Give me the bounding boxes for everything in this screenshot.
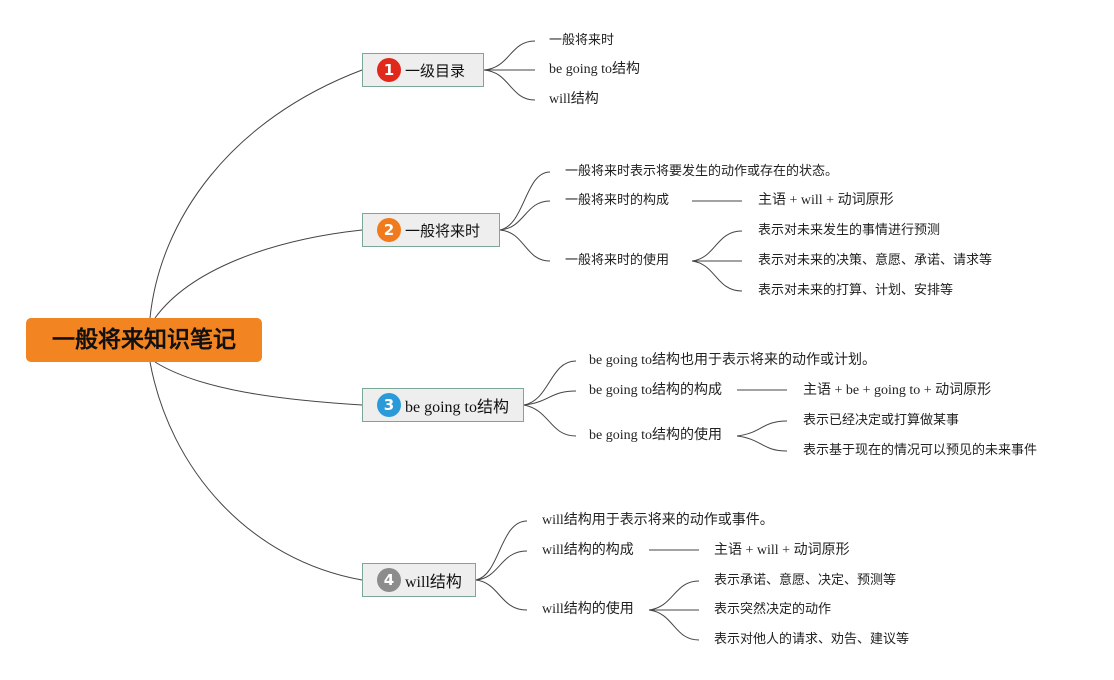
link-b1-c1 [483,40,536,71]
branch-1-label: 一级目录 [405,61,466,80]
b2-composition-label[interactable]: 一般将来时的构成 [565,193,670,208]
link-b3-use-2 [736,435,788,452]
link-b4-def [475,520,528,581]
link-b3-comp [523,390,577,406]
b3-usage-1[interactable]: 表示已经决定或打算做某事 [803,413,960,428]
b2-usage-label[interactable]: 一般将来时的使用 [565,253,670,268]
link-b2-use-1 [691,230,743,262]
link-root-b4 [149,361,363,581]
link-b3-use-1 [736,420,788,437]
b3-usage-2[interactable]: 表示基于现在的情况可以预见的未来事件 [803,443,1038,458]
link-b4-use-1 [648,580,700,611]
link-b2-use-3 [691,260,743,292]
link-b1-c3 [483,69,536,101]
link-root-b1 [149,69,363,319]
b4-composition-label[interactable]: will结构的构成 [542,543,634,558]
b2-usage-1[interactable]: 表示对未来发生的事情进行预测 [758,223,941,238]
branch-3-topic[interactable]: 3 be going to结构 [362,388,524,422]
number-badge-2: 2 [377,218,401,242]
b3-composition-label[interactable]: be going to结构的构成 [589,383,722,398]
b2-usage-2[interactable]: 表示对未来的决策、意愿、承诺、请求等 [758,253,993,268]
branch-2-label: 一般将来时 [405,221,481,240]
number-badge-3: 3 [377,393,401,417]
b3-definition[interactable]: be going to结构也用于表示将来的动作或计划。 [589,353,876,368]
link-root-b3 [154,361,363,406]
branch-2-topic[interactable]: 2 一般将来时 [362,213,500,247]
b3-usage-label[interactable]: be going to结构的使用 [589,428,722,443]
b4-usage-label[interactable]: will结构的使用 [542,602,634,617]
b4-definition[interactable]: will结构用于表示将来的动作或事件。 [542,513,774,528]
link-b3-def [523,360,577,406]
b4-usage-1[interactable]: 表示承诺、意愿、决定、预测等 [714,573,897,588]
branch-4-topic[interactable]: 4 will结构 [362,563,476,597]
number-badge-1: 1 [377,58,401,82]
link-b3-use [523,404,577,437]
link-b2-use [499,229,551,262]
root-topic[interactable]: 一般将来知识笔记 [26,318,262,362]
toc-item-3[interactable]: will结构 [549,92,599,107]
link-b2-def [499,171,551,231]
number-badge-4: 4 [377,568,401,592]
b2-definition[interactable]: 一般将来时表示将要发生的动作或存在的状态。 [565,164,839,179]
b4-usage-3[interactable]: 表示对他人的请求、劝告、建议等 [714,632,910,647]
link-b2-comp [499,200,551,231]
link-b4-use-3 [648,609,700,641]
link-root-b2 [154,229,363,319]
b3-composition-value[interactable]: 主语 + be + going to + 动词原形 [803,383,992,398]
link-b4-comp [475,550,528,581]
branch-3-label: be going to结构 [405,399,509,416]
branch-1-topic[interactable]: 1 一级目录 [362,53,484,87]
toc-item-1[interactable]: 一般将来时 [549,33,615,48]
b4-usage-2[interactable]: 表示突然决定的动作 [714,602,832,617]
b2-composition-value[interactable]: 主语 + will + 动词原形 [758,193,894,208]
toc-item-2[interactable]: be going to结构 [549,62,640,77]
link-b4-use [475,579,528,611]
b4-composition-value[interactable]: 主语 + will + 动词原形 [714,543,850,558]
b2-usage-3[interactable]: 表示对未来的打算、计划、安排等 [758,283,954,298]
branch-4-label: will结构 [405,574,462,591]
